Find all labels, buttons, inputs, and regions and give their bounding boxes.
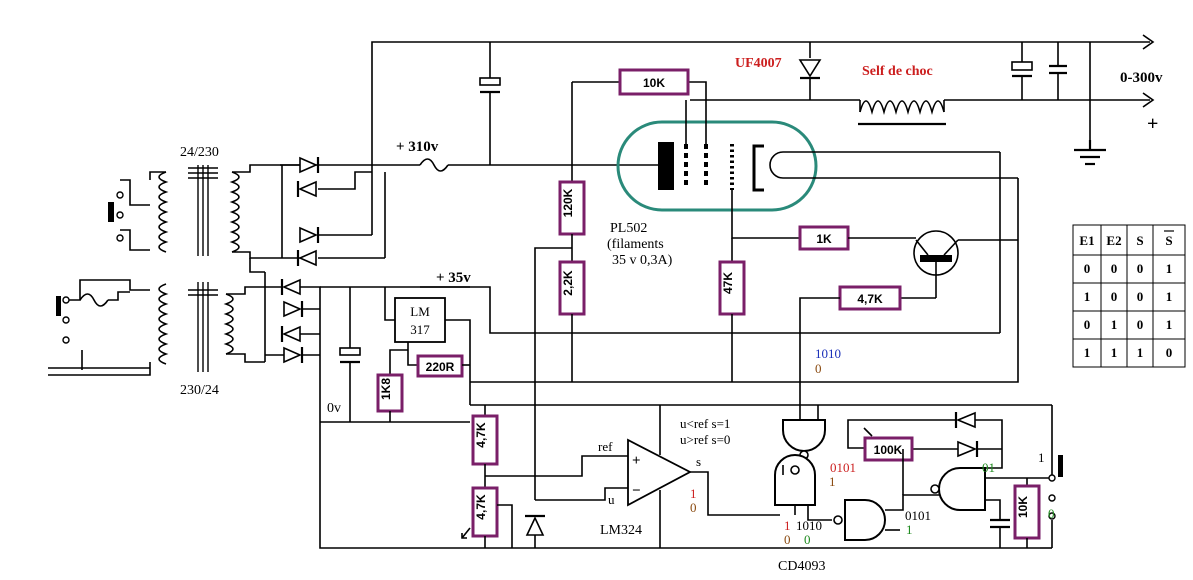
state-0101-mid: 0101 bbox=[905, 508, 931, 523]
tt-header-s-bar: S bbox=[1165, 233, 1172, 248]
tt-cell: 1 bbox=[1166, 289, 1173, 304]
state-1-nand-top: 1 bbox=[829, 474, 836, 489]
tube-name-label: PL502 bbox=[610, 221, 647, 236]
lv-rail-label: + 35v bbox=[436, 270, 471, 286]
tt-cell: 1 bbox=[1137, 345, 1144, 360]
resistor-10k-top-label: 10K bbox=[643, 76, 665, 90]
opamp-plus: + bbox=[632, 453, 641, 469]
lm317-label-2: 317 bbox=[410, 322, 430, 337]
state-1-nand-in: 1 bbox=[784, 518, 791, 533]
resistor-1k-label: 1K bbox=[816, 232, 832, 246]
nand-gate-right bbox=[938, 467, 986, 511]
lm317-regulator: LM 317 220R 1K8 bbox=[319, 287, 1040, 549]
tt-cell: 0 bbox=[1137, 317, 1144, 332]
grid-divider: 10K 120K 2,2K 47K bbox=[534, 68, 746, 500]
opamp-ref-label: ref bbox=[598, 439, 613, 454]
output-plus-label: + bbox=[1147, 113, 1158, 135]
nand-gate-top bbox=[782, 419, 826, 452]
transformer-bottom bbox=[48, 258, 265, 376]
state-1-green: 1 bbox=[906, 522, 913, 537]
state-0101-red: 0101 bbox=[830, 460, 856, 475]
cd4093-label: CD4093 bbox=[778, 559, 825, 574]
tt-cell: 0 bbox=[1111, 261, 1118, 276]
resistor-4k7-b-label: 4,7K bbox=[474, 494, 488, 520]
condition-2: u>ref s=0 bbox=[680, 432, 730, 447]
lm324-opamp bbox=[627, 438, 692, 507]
hv-wiring bbox=[371, 34, 1155, 172]
nand-gate-mid bbox=[844, 499, 886, 541]
tt-cell: 1 bbox=[1111, 345, 1118, 360]
state-1010-blue: 1010 bbox=[815, 346, 841, 361]
tt-cell: 0 bbox=[1111, 289, 1118, 304]
reference-network: 4,7K 4,7K + − bbox=[461, 404, 1052, 548]
transformer-top bbox=[108, 164, 300, 259]
state-1-opamp: 1 bbox=[690, 486, 697, 501]
resistor-120k-label: 120K bbox=[561, 188, 575, 217]
transformer-bottom-label: 230/24 bbox=[180, 383, 219, 398]
tt-header-e1: E1 bbox=[1079, 233, 1094, 248]
bridge-top bbox=[280, 156, 386, 267]
resistor-47k-label: 47K bbox=[721, 272, 735, 294]
choke-label: Self de choc bbox=[862, 64, 933, 79]
tt-cell: 1 bbox=[1166, 261, 1173, 276]
state-0-top: 0 bbox=[815, 361, 822, 376]
tt-cell: 0 bbox=[1166, 345, 1173, 360]
state-0-green: 0 bbox=[804, 532, 811, 547]
transistor-stage: 1K 4,7K bbox=[420, 152, 1019, 410]
nand-gate-bottom bbox=[774, 454, 816, 506]
resistor-4k7-base-label: 4,7K bbox=[857, 292, 883, 306]
tt-cell: 0 bbox=[1137, 289, 1144, 304]
resistor-220r-label: 220R bbox=[426, 360, 455, 374]
uf4007-label: UF4007 bbox=[735, 56, 782, 71]
tt-cell: 1 bbox=[1084, 345, 1091, 360]
truth-table: E1 E2 S S 0 0 0 1 1 0 0 1 0 1 0 1 1 1 1 … bbox=[1072, 224, 1186, 368]
state-01-green: 01 bbox=[982, 460, 995, 475]
opamp-u-label: u bbox=[608, 492, 615, 507]
tt-cell: 0 bbox=[1137, 261, 1144, 276]
tt-cell: 0 bbox=[1084, 317, 1091, 332]
tt-cell: 1 bbox=[1084, 289, 1091, 304]
resistor-10k-bottom-label: 10K bbox=[1016, 496, 1030, 518]
opamp-s-label: s bbox=[696, 454, 701, 469]
cd4093-gates: 100K 10K bbox=[774, 405, 1063, 549]
output-voltage-label: 0-300v bbox=[1120, 70, 1163, 86]
state-1010-mid: 1010 bbox=[796, 518, 822, 533]
tt-header-e2: E2 bbox=[1106, 233, 1121, 248]
state-0-green-right: 0 bbox=[1048, 506, 1055, 521]
tt-header-s: S bbox=[1136, 233, 1143, 248]
bridge-bottom bbox=[264, 272, 470, 368]
tube-note-line1: (filaments bbox=[607, 237, 664, 252]
opamp-minus: − bbox=[632, 483, 641, 499]
tt-cell: 1 bbox=[1166, 317, 1173, 332]
tt-cell: 1 bbox=[1111, 317, 1118, 332]
transformer-top-label: 24/230 bbox=[180, 145, 219, 160]
resistor-100k-label: 100K bbox=[874, 443, 903, 457]
state-0-nand-in: 0 bbox=[784, 532, 791, 547]
zero-volt-label: 0v bbox=[327, 401, 341, 416]
pl502-tube bbox=[616, 81, 1018, 262]
state-0-opamp: 0 bbox=[690, 500, 697, 515]
hv-rail-label: + 310v bbox=[396, 139, 439, 155]
resistor-1k8-label: 1K8 bbox=[379, 378, 393, 400]
switch-1-label: 1 bbox=[1038, 450, 1045, 465]
resistor-4k7-a-label: 4,7K bbox=[474, 422, 488, 448]
tube-note-line2: 35 v 0,3A) bbox=[612, 253, 673, 268]
lm317-label-1: LM bbox=[410, 304, 430, 319]
tt-cell: 0 bbox=[1084, 261, 1091, 276]
lm324-label: LM324 bbox=[600, 523, 642, 538]
resistor-2k2-label: 2,2K bbox=[561, 270, 575, 296]
condition-1: u<ref s=1 bbox=[680, 416, 730, 431]
